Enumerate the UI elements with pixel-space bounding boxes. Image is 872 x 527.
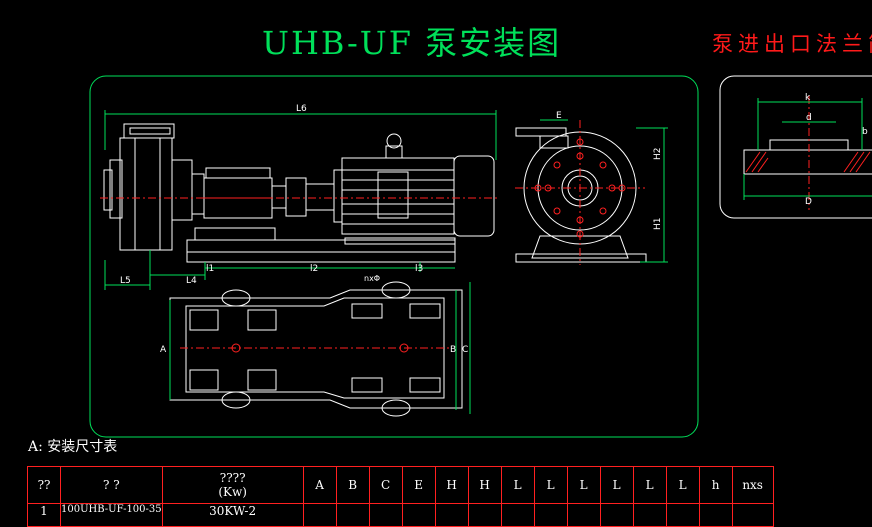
- row1-cell-5: [368, 503, 403, 527]
- anchor-hole-right: [399, 343, 409, 353]
- label-l5: L5: [120, 276, 131, 286]
- label-c: C: [462, 345, 468, 355]
- label-l1: l1: [206, 264, 214, 274]
- row1-cell-2: 30KW-2: [161, 503, 304, 527]
- coupling: [285, 169, 343, 223]
- flange-hatch: [745, 151, 871, 173]
- header-cell-9: L: [500, 466, 535, 504]
- header-cell-14: L: [665, 466, 700, 504]
- table-caption: A: 安装尺寸表: [28, 439, 118, 455]
- bottom-dimensions: [104, 250, 455, 290]
- label-l3: l3: [415, 264, 423, 274]
- label-h2: H2: [653, 148, 663, 161]
- flange-section-title: 泵进出口法兰简: [712, 32, 872, 56]
- header-cell-1: ? ?: [60, 466, 163, 504]
- row1-cell-15: [698, 503, 733, 527]
- drawing-title: UHB-UF 泵安装图: [262, 24, 562, 62]
- row1-cell-1: 100UHB-UF-100-35: [60, 503, 163, 527]
- plan-dimensions: [169, 282, 471, 414]
- row1-cell-14: [665, 503, 700, 527]
- header-cell-3: A: [302, 466, 337, 504]
- label-l2: l2: [310, 264, 318, 274]
- base-plan-view: [169, 281, 463, 417]
- header-cell-15: h: [698, 466, 733, 504]
- end-view-dimensions: [540, 119, 668, 263]
- motor: [341, 133, 495, 237]
- pump-casing: [103, 123, 205, 251]
- bearing-frame: [203, 167, 287, 219]
- label-d-outer: D: [805, 197, 812, 207]
- row1-cell-11: [566, 503, 601, 527]
- anchor-hole-left: [231, 343, 241, 353]
- table-row: 1 100UHB-UF-100-35 30KW-2: [27, 503, 774, 527]
- label-e: E: [556, 111, 562, 121]
- label-nxs-top: nxΦ: [364, 274, 380, 283]
- header-cell-8: H: [467, 466, 502, 504]
- header-cell-11: L: [566, 466, 601, 504]
- dimension-table: ?? ? ? ???? (Kw) A B C E H H L L L L L L…: [27, 466, 774, 527]
- row1-cell-7: [434, 503, 469, 527]
- row1-cell-10: [533, 503, 568, 527]
- flange-section-view: [743, 139, 872, 175]
- row1-cell-13: [632, 503, 667, 527]
- header-cell-16: nxs: [731, 466, 774, 504]
- label-a: A: [160, 345, 167, 355]
- row1-cell-8: [467, 503, 502, 527]
- row1-cell-16: [731, 503, 774, 527]
- header-cell-2: ???? (Kw): [161, 466, 304, 504]
- pump-end-view: [515, 127, 647, 263]
- row1-cell-9: [500, 503, 535, 527]
- header-cell-13: L: [632, 466, 667, 504]
- label-h1: H1: [653, 218, 663, 231]
- row1-cell-0: 1: [27, 503, 61, 527]
- row1-cell-6: [401, 503, 436, 527]
- header-cell-6: E: [401, 466, 436, 504]
- header-cell-0: ??: [27, 466, 61, 504]
- label-b: B: [450, 345, 456, 355]
- flange-dimensions: [743, 98, 872, 200]
- row1-cell-4: [335, 503, 370, 527]
- dimension-l6: [104, 110, 497, 160]
- flange-drawing-frame: [719, 75, 872, 219]
- label-l6: L6: [296, 104, 307, 114]
- header-cell-4: B: [335, 466, 370, 504]
- table-header-row: ?? ? ? ???? (Kw) A B C E H H L L L L L L…: [27, 466, 774, 504]
- header-cell-5: C: [368, 466, 403, 504]
- label-d: d: [806, 113, 812, 123]
- header-cell-12: L: [599, 466, 634, 504]
- row1-cell-3: [302, 503, 337, 527]
- label-b-flange: b: [862, 127, 868, 137]
- base-plate: [186, 227, 456, 263]
- row1-cell-12: [599, 503, 634, 527]
- label-l4: L4: [186, 276, 197, 286]
- installation-drawing: L6: [89, 75, 872, 438]
- label-k: k: [805, 93, 811, 103]
- header-cell-10: L: [533, 466, 568, 504]
- main-drawing-frame: [89, 75, 699, 438]
- header-cell-7: H: [434, 466, 469, 504]
